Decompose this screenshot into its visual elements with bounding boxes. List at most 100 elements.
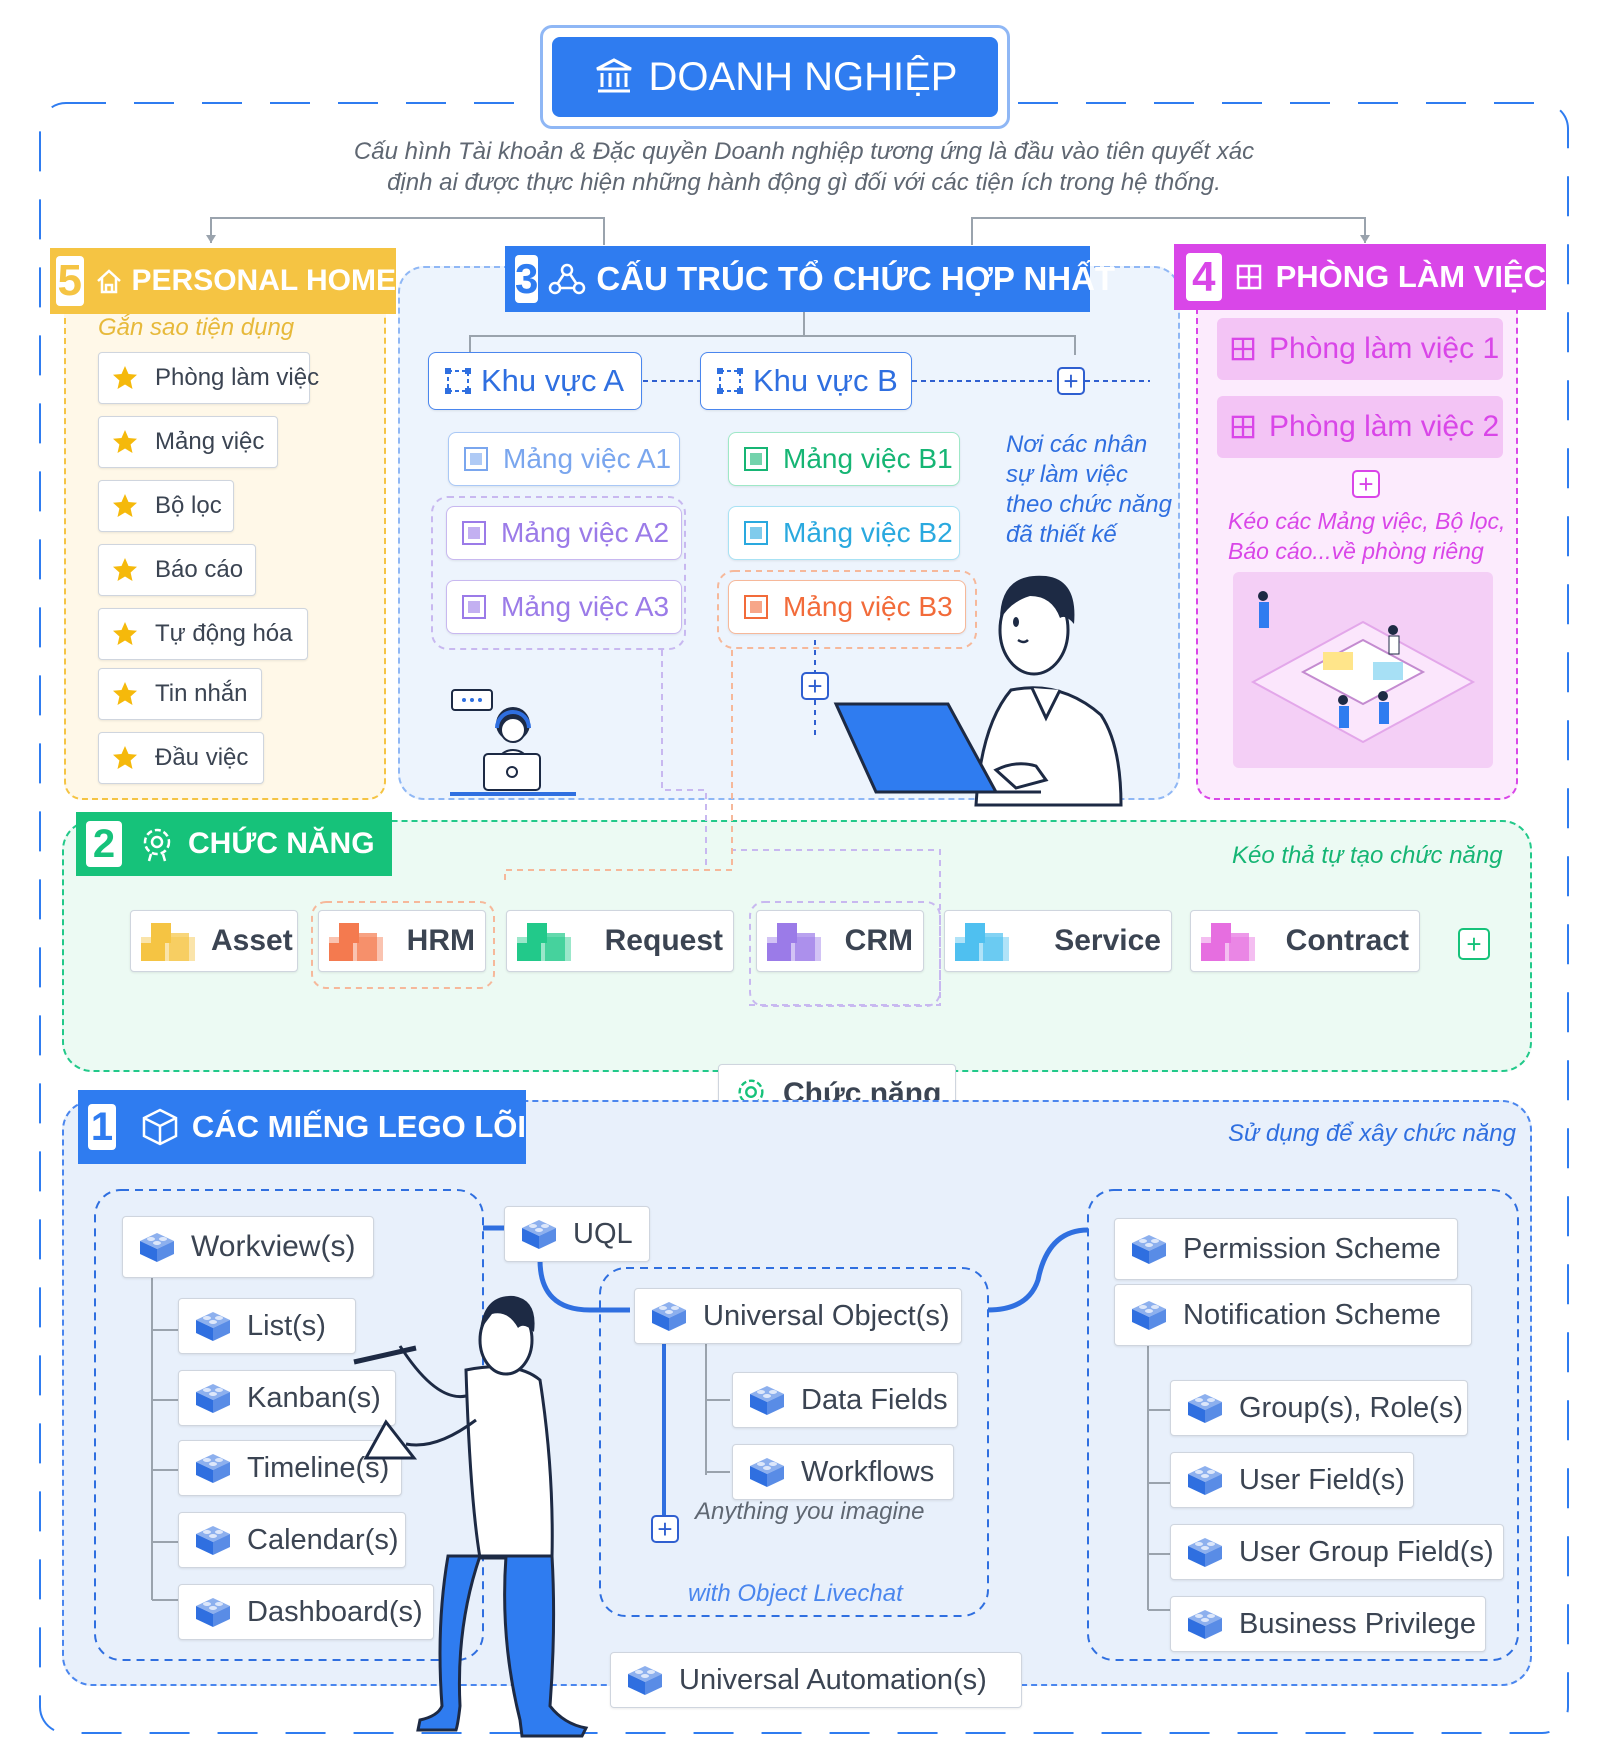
add-area-button[interactable]: + (1057, 367, 1085, 395)
notification-scheme-chip[interactable]: Notification Scheme (1114, 1284, 1472, 1346)
lego-brick-icon (137, 1230, 177, 1264)
workstream-icon (461, 520, 487, 546)
view-chip-label: Dashboard(s) (247, 1595, 423, 1628)
workflows-chip-label: Workflows (801, 1455, 935, 1488)
workstream-b1[interactable]: Mảng việc B1 (728, 432, 960, 486)
workstream-label: Mảng việc A1 (503, 443, 672, 474)
lego-block-icon (765, 919, 823, 963)
selection-area-icon (715, 366, 745, 396)
starred-item[interactable]: Mảng việc (98, 416, 278, 468)
uql-chip[interactable]: UQL (504, 1206, 650, 1262)
room-1-chip[interactable]: Phòng làm việc 1 (1217, 318, 1503, 380)
function-label: CRM (844, 924, 913, 957)
add-function-button[interactable]: + (1458, 928, 1490, 960)
permission-scheme-chip-label: Permission Scheme (1183, 1232, 1441, 1265)
starred-item[interactable]: Tự động hóa (98, 608, 308, 660)
lego-brick-icon (649, 1299, 689, 1333)
star-icon (111, 556, 139, 584)
subtitle: Cấu hình Tài khoản & Đặc quyền Doanh ngh… (300, 136, 1308, 198)
section-number-4: 4 (1186, 253, 1222, 301)
scheme-child-chip[interactable]: User Field(s) (1170, 1452, 1414, 1508)
automation-chip[interactable]: Universal Automation(s) (610, 1652, 1022, 1708)
scheme-child-chip-label: User Field(s) (1239, 1463, 1405, 1496)
org-structure-icon (549, 263, 586, 295)
permission-scheme-chip[interactable]: Permission Scheme (1114, 1218, 1458, 1280)
lego-header: 1 CÁC MIẾNG LEGO LÕI (78, 1090, 526, 1164)
lego-brick-icon (1129, 1232, 1169, 1266)
lego-brick-icon (747, 1455, 787, 1489)
starred-item-label: Phòng làm việc (155, 364, 320, 391)
function-hrm[interactable]: HRM (318, 910, 486, 972)
function-asset[interactable]: Asset (130, 910, 298, 972)
section-number-2: 2 (86, 821, 122, 867)
area-a-chip[interactable]: Khu vực A (428, 352, 642, 410)
starred-item[interactable]: Phòng làm việc (98, 352, 319, 404)
livechat-text: with Object Livechat (688, 1580, 903, 1607)
uql-chip-label: UQL (573, 1217, 633, 1250)
workstream-icon (743, 520, 769, 546)
function-label: Asset (211, 924, 293, 957)
add-workstream-button[interactable]: + (801, 672, 829, 700)
section-number-5: 5 (56, 256, 84, 306)
starred-item-label: Báo cáo (155, 556, 244, 583)
universal-object-chip[interactable]: Universal Object(s) (634, 1288, 962, 1344)
scheme-child-chip[interactable]: Group(s), Role(s) (1170, 1380, 1468, 1436)
scheme-child-chip-label: Business Privilege (1239, 1607, 1476, 1640)
starred-item[interactable]: Bộ lọc (98, 480, 234, 532)
data-fields-chip[interactable]: Data Fields (732, 1372, 958, 1428)
star-icon (111, 428, 139, 456)
scheme-child-chip[interactable]: User Group Field(s) (1170, 1524, 1504, 1580)
room-2-chip[interactable]: Phòng làm việc 2 (1217, 396, 1503, 458)
area-a-label: Khu vực A (481, 363, 625, 398)
workstream-icon (461, 594, 487, 620)
area-b-chip[interactable]: Khu vực B (700, 352, 912, 410)
workstream-label: Mảng việc A2 (501, 517, 670, 548)
lego-block-icon (327, 919, 385, 963)
workflows-chip[interactable]: Workflows (732, 1444, 954, 1500)
workstream-b2[interactable]: Mảng việc B2 (728, 506, 960, 560)
workstream-label: Mảng việc B2 (783, 517, 953, 548)
personal-home-header: 5 PERSONAL HOME (50, 248, 396, 314)
workstream-b3[interactable]: Mảng việc B3 (728, 580, 966, 634)
workview-chip[interactable]: Workview(s) (122, 1216, 374, 1278)
starred-item[interactable]: Tin nhắn (98, 668, 262, 720)
function-crm[interactable]: CRM (756, 910, 924, 972)
view-chip[interactable]: Kanban(s) (178, 1370, 396, 1426)
add-room-button[interactable]: + (1352, 470, 1380, 498)
function-service[interactable]: Service (944, 910, 1172, 972)
workstream-a2[interactable]: Mảng việc A2 (446, 506, 682, 560)
view-chip-label: List(s) (247, 1309, 326, 1342)
workstream-a3[interactable]: Mảng việc A3 (446, 580, 682, 634)
star-icon (111, 680, 139, 708)
lego-brick-icon (1129, 1298, 1169, 1332)
function-label: Contract (1285, 924, 1409, 957)
cube-icon (142, 1108, 178, 1146)
area-b-label: Khu vực B (753, 363, 898, 398)
function-request[interactable]: Request (506, 910, 734, 972)
starred-item[interactable]: Báo cáo (98, 544, 256, 596)
starred-item[interactable]: Đầu việc (98, 732, 264, 784)
org-note-line-2: sự làm việc (1006, 461, 1128, 488)
page-title: DOANH NGHIỆP (552, 37, 998, 117)
function-contract[interactable]: Contract (1190, 910, 1420, 972)
view-chip[interactable]: Timeline(s) (178, 1440, 402, 1496)
gear-brain-icon (143, 828, 171, 862)
add-object-button[interactable]: + (651, 1515, 679, 1543)
section-number-1: 1 (88, 1104, 116, 1150)
lego-brick-icon (193, 1309, 233, 1343)
view-chip[interactable]: Dashboard(s) (178, 1584, 434, 1640)
function-label: Request (604, 924, 723, 957)
workstream-a1[interactable]: Mảng việc A1 (448, 432, 680, 486)
view-chip[interactable]: List(s) (178, 1298, 356, 1354)
lego-brick-icon (193, 1381, 233, 1415)
starred-item-label: Tin nhắn (155, 680, 248, 707)
support-agent-illustration (450, 689, 576, 796)
org-note-line-3: theo chức năng (1006, 491, 1172, 518)
subtitle-line-2: định ai được thực hiện những hành động g… (387, 169, 1221, 196)
view-chip[interactable]: Calendar(s) (178, 1512, 406, 1568)
view-chip-label: Kanban(s) (247, 1381, 381, 1414)
scheme-child-chip[interactable]: Business Privilege (1170, 1596, 1486, 1652)
lego-brick-icon (193, 1523, 233, 1557)
bank-icon (595, 58, 632, 93)
